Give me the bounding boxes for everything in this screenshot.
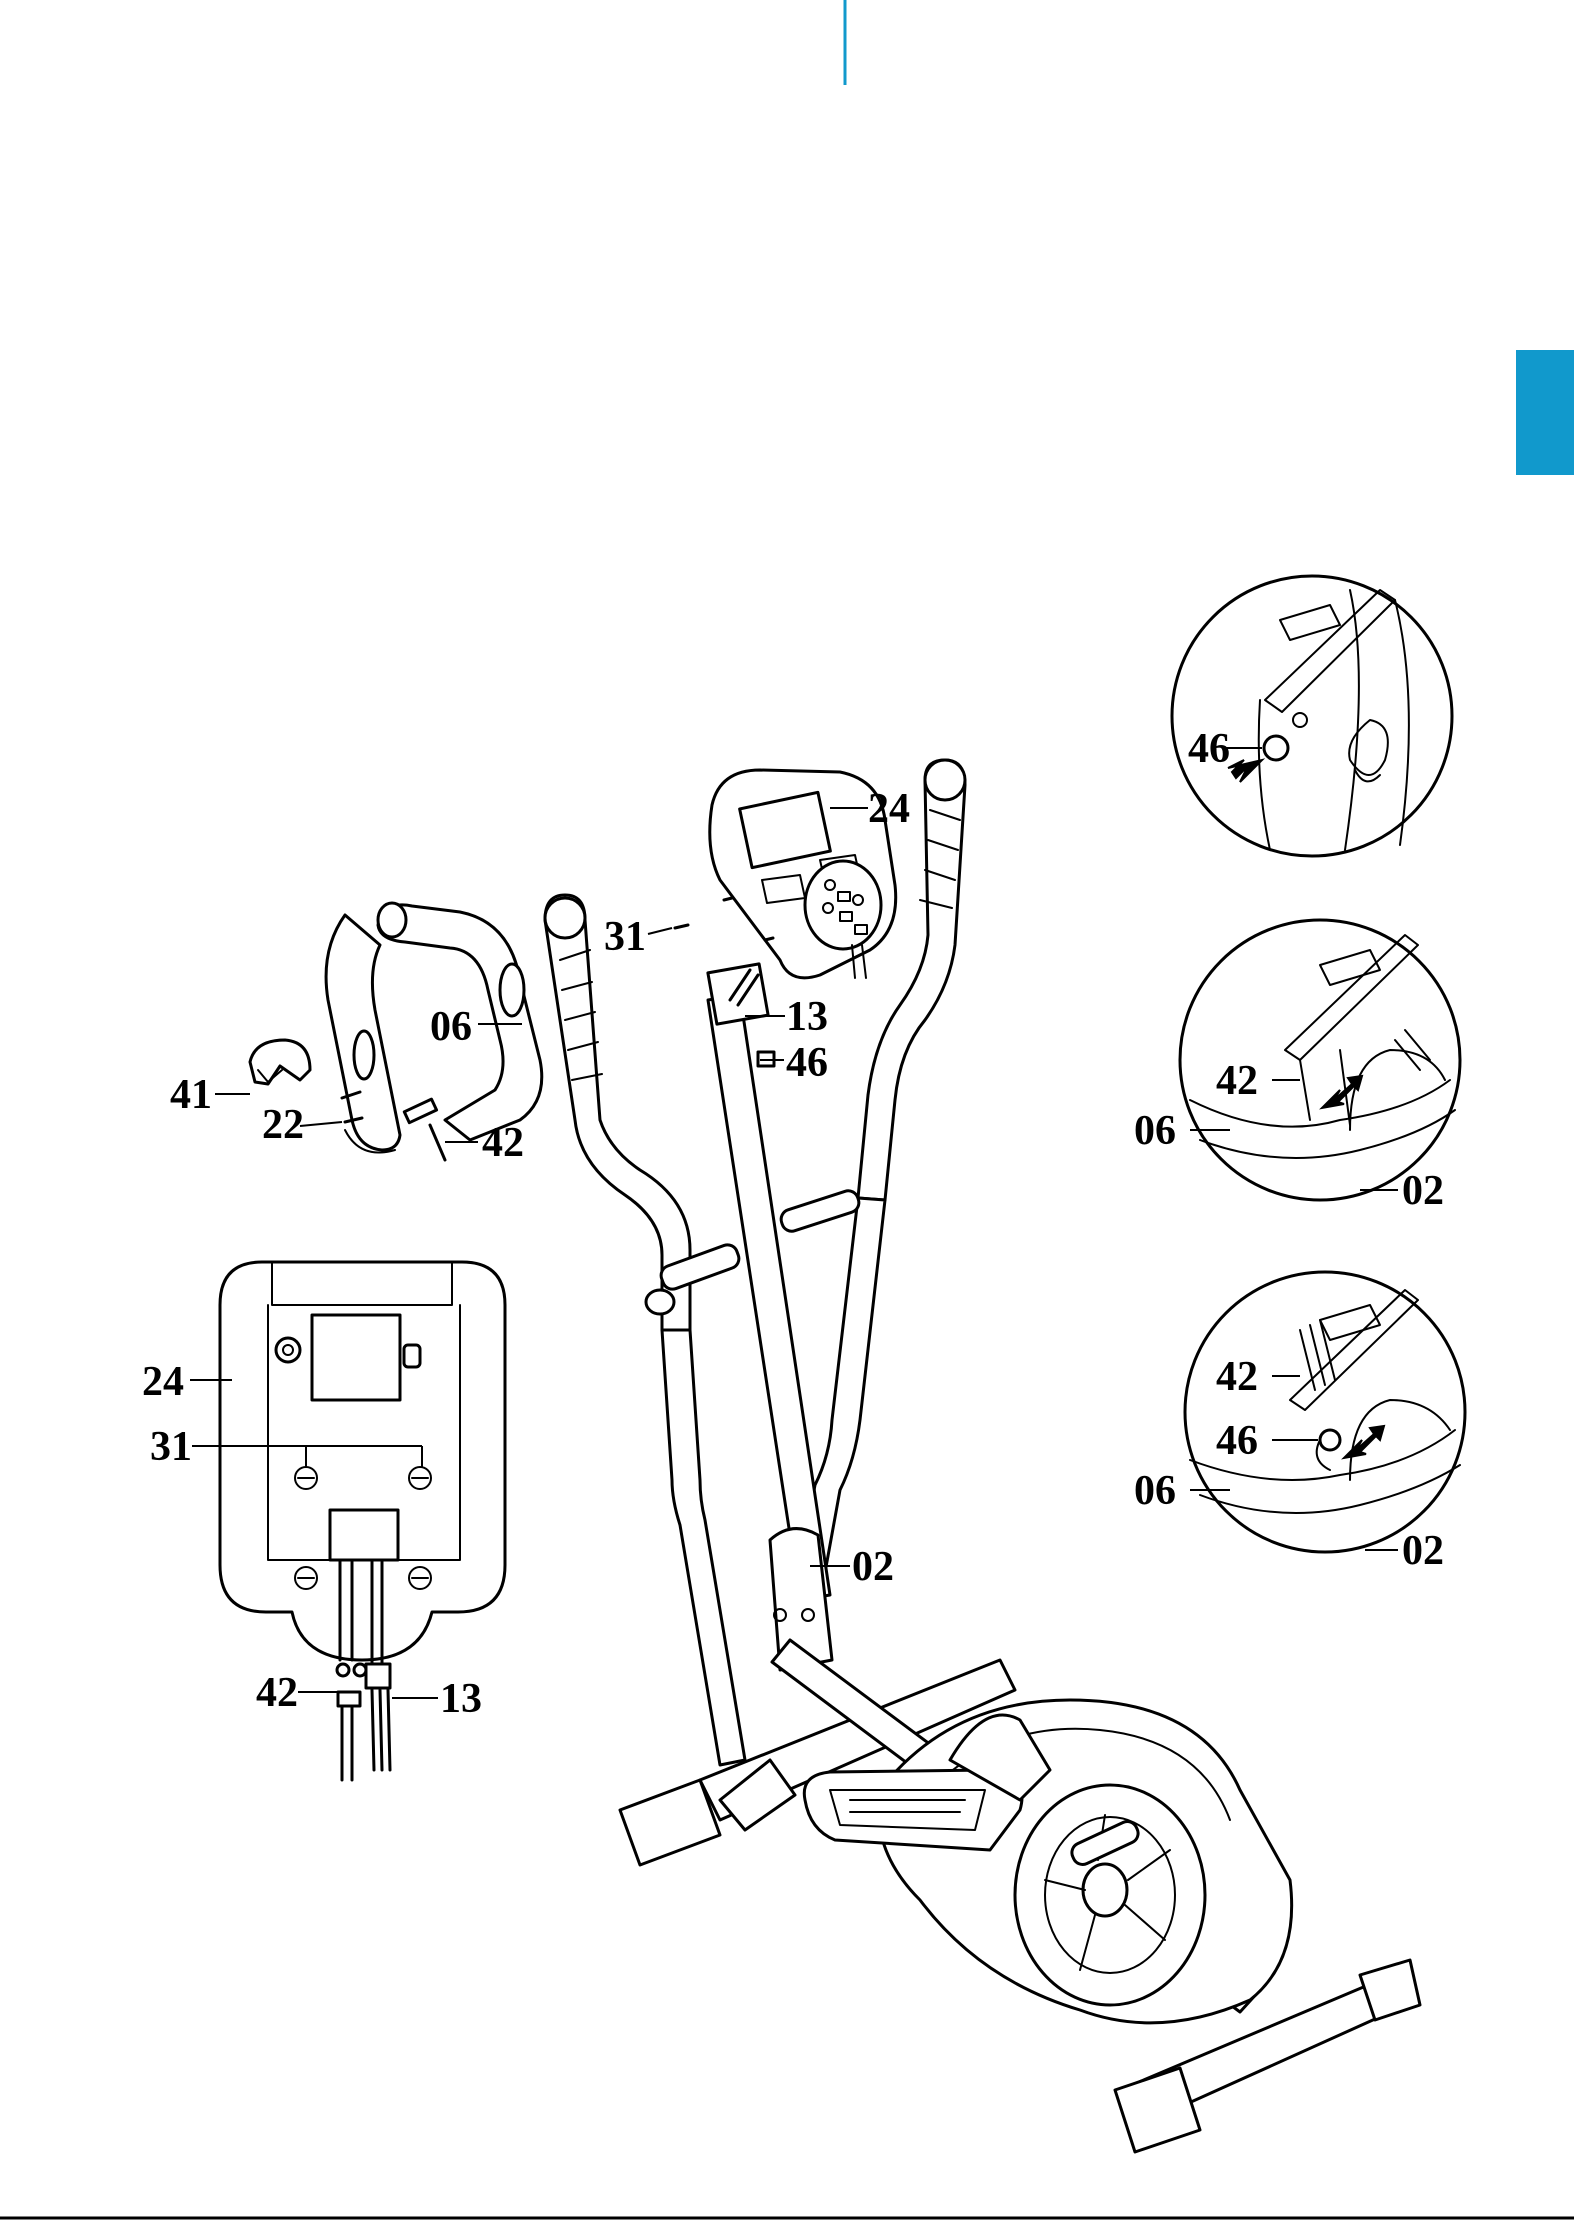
nut-46-detail1 [1264, 736, 1288, 760]
label-06: 06 [1134, 1108, 1176, 1154]
page-tab-marker [1516, 350, 1574, 475]
label-46: 46 [1188, 726, 1230, 772]
label-06: 06 [1134, 1468, 1176, 1514]
label-46: 46 [786, 1040, 828, 1086]
label-42: 42 [256, 1670, 298, 1716]
label-31: 31 [150, 1424, 192, 1470]
label-06: 06 [430, 1004, 472, 1050]
handlebar-assembly: 41 22 06 42 [170, 903, 542, 1166]
elliptical-trainer: 13 46 02 [545, 760, 1420, 2152]
label-41: 41 [170, 1072, 212, 1118]
detail-circle-3: 42 46 06 02 [1134, 1272, 1465, 1574]
label-02: 02 [852, 1544, 894, 1590]
detail-circle-1: 46 [1172, 576, 1452, 856]
label-42: 42 [1216, 1354, 1258, 1400]
label-22: 22 [262, 1102, 304, 1148]
nut-46-detail3 [1320, 1430, 1340, 1450]
label-31: 31 [604, 914, 646, 960]
label-46: 46 [1216, 1418, 1258, 1464]
label-42: 42 [1216, 1058, 1258, 1104]
arrow-remove-icon [1228, 760, 1262, 782]
label-13: 13 [786, 994, 828, 1040]
label-13: 13 [440, 1676, 482, 1722]
label-24: 24 [142, 1359, 184, 1405]
detail-circle-2: 42 06 02 [1134, 920, 1460, 1214]
label-02: 02 [1402, 1168, 1444, 1214]
arrow-insert-icon [1344, 1426, 1384, 1458]
clamp-41 [250, 1040, 310, 1084]
console-back-view: 24 31 42 13 [142, 1262, 505, 1780]
console-front: 24 31 [604, 770, 910, 978]
label-24: 24 [868, 786, 910, 832]
arrow-connect-icon [1322, 1076, 1362, 1108]
label-42: 42 [482, 1120, 524, 1166]
label-02: 02 [1402, 1528, 1444, 1574]
